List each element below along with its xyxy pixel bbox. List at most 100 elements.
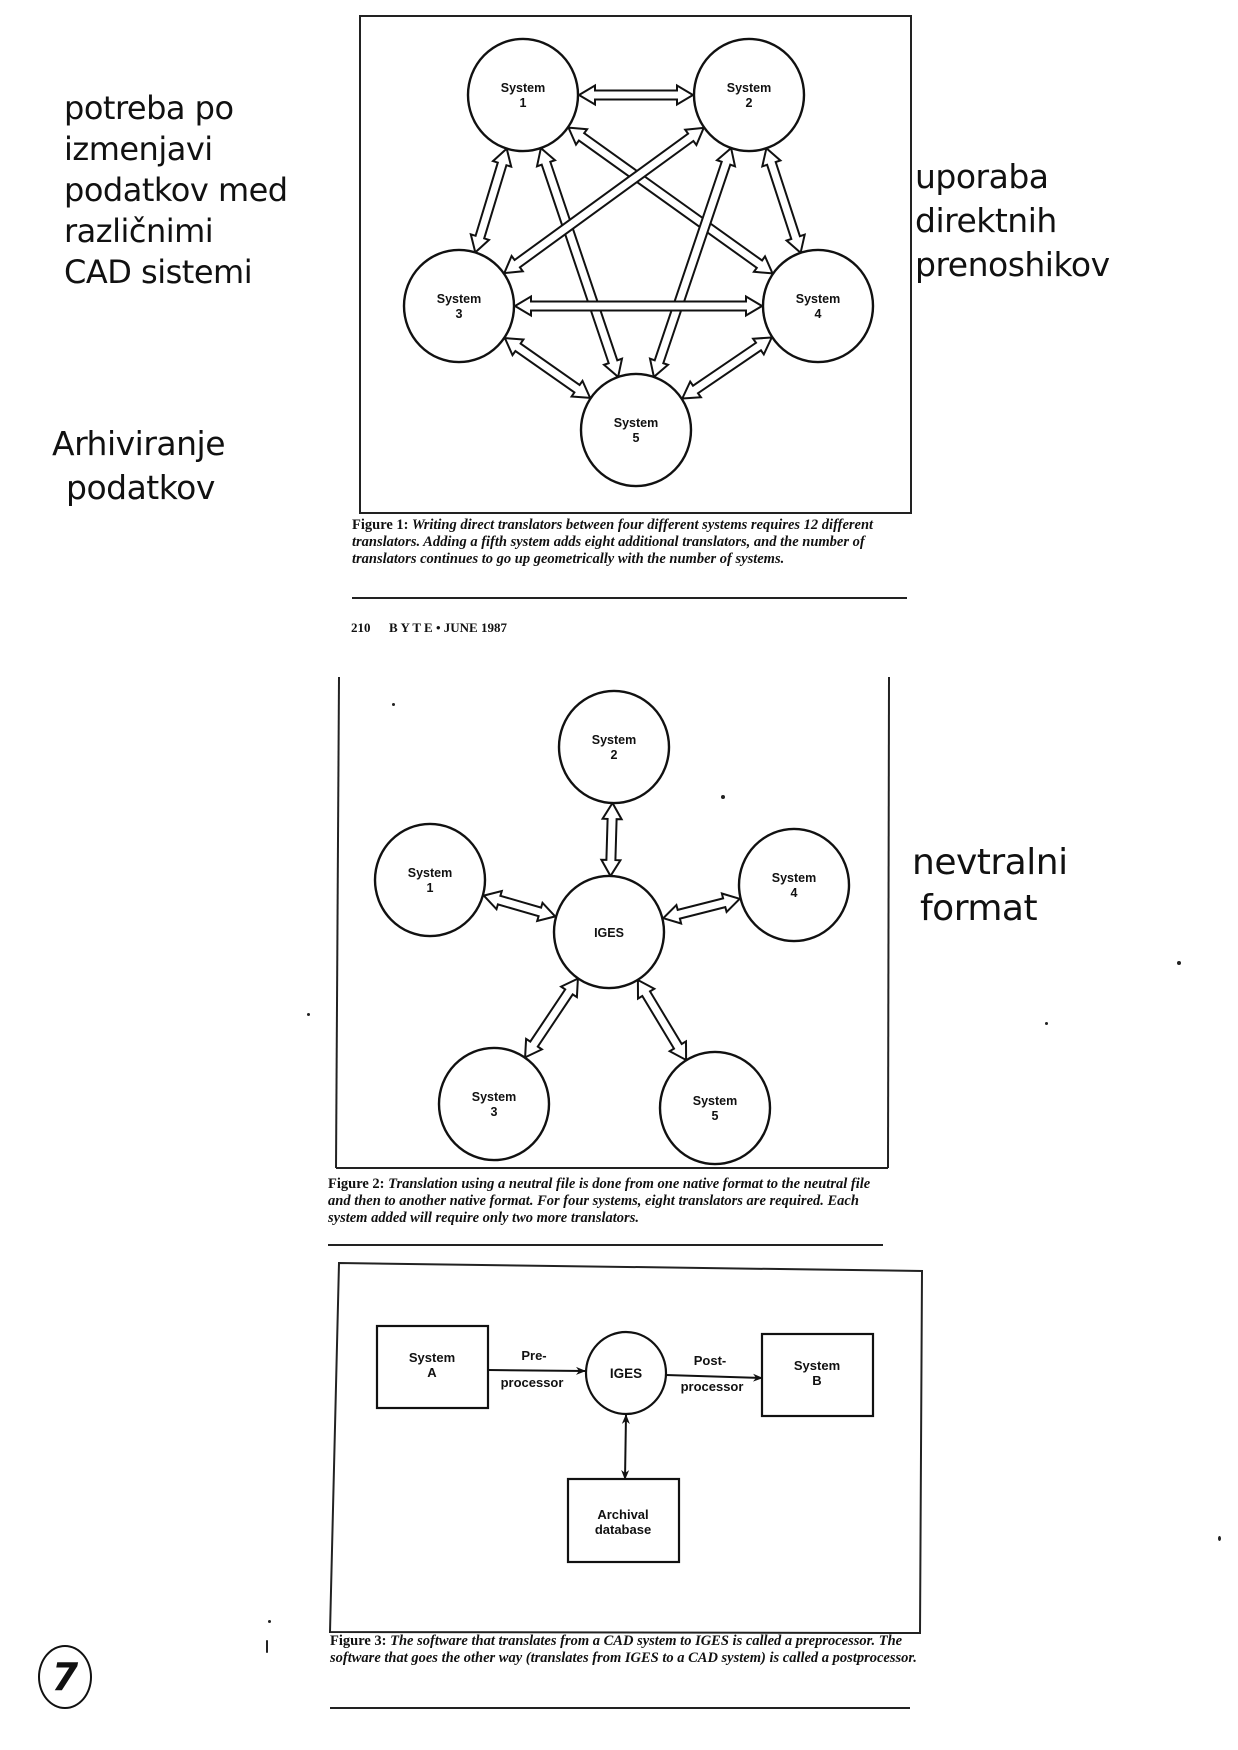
figure1-caption-label: Figure 1: — [352, 517, 409, 533]
figure3-caption-label: Figure 3: — [330, 1633, 387, 1649]
archival-database-label-line1: Archival — [597, 1507, 648, 1522]
note-data-exchange-need: potreba po izmenjavi podatkov med različ… — [64, 88, 288, 293]
translator-arrow-4-5 — [680, 336, 774, 400]
note-line: uporaba — [915, 157, 1049, 196]
postprocessor-label-line2: processor — [681, 1379, 744, 1394]
note-archiving: Arhiviranje podatkov — [52, 422, 226, 510]
note-line: CAD sistemi — [64, 253, 253, 291]
note-neutral-format: nevtralni format — [912, 840, 1068, 932]
figure2-iges-hub-label-line1: IGES — [594, 926, 624, 940]
folio-page: 210 — [351, 620, 371, 635]
figure1-system-2-label-line2: 2 — [746, 96, 753, 110]
note-line: različnimi — [64, 212, 214, 250]
postprocessor-label-line1: Post- — [694, 1353, 727, 1368]
figure1-system-2-circle — [692, 37, 806, 153]
figure2-system-4-label-line2: 4 — [791, 886, 798, 900]
system-b-label-line1: System — [794, 1358, 840, 1373]
note-line: format — [920, 888, 1038, 929]
system-a-box — [375, 1324, 490, 1410]
figure1-caption-text: Writing direct translators between four … — [352, 517, 874, 567]
note-line: prenoshikov — [915, 245, 1110, 284]
figure1-frame — [359, 15, 912, 514]
preprocessor-label-line1: Pre- — [521, 1348, 546, 1363]
note-line: direktnih — [915, 201, 1057, 240]
figure1-system-1-label-line1: System — [501, 81, 545, 95]
figure2-rule — [328, 1244, 883, 1246]
folio-separator: • — [435, 620, 441, 635]
translator-arrow-3-5 — [503, 336, 592, 400]
figure1-system-4-circle — [761, 248, 875, 364]
figure2-system-4-label-line1: System — [772, 871, 816, 885]
figure2-caption-label: Figure 2: — [328, 1176, 385, 1192]
note-line: podatkov med — [64, 171, 288, 209]
archival-database-box — [566, 1477, 681, 1564]
figure1-system-4-label-line2: 4 — [815, 307, 822, 321]
figure2-system-1-label-line2: 1 — [427, 881, 434, 895]
figure1-system-1-label-line2: 1 — [520, 96, 527, 110]
iges-node — [584, 1330, 668, 1416]
scan-speck — [1177, 961, 1181, 965]
scan-speck — [1218, 1536, 1221, 1541]
figure2-caption: Figure 2: Translation using a neutral fi… — [328, 1176, 888, 1227]
scan-speck — [268, 1620, 271, 1623]
figure2-system-5-label-line2: 5 — [712, 1109, 719, 1123]
neutral-translator-arrow-3 — [524, 976, 579, 1060]
folio-issue: JUNE 1987 — [443, 620, 507, 635]
figure3-caption: Figure 3: The software that translates f… — [330, 1633, 920, 1667]
archival-database-label-line2: database — [595, 1522, 651, 1537]
neutral-translator-arrow-4 — [661, 892, 742, 925]
iges-node-label: IGES — [610, 1366, 642, 1381]
note-line: Arhiviranje — [52, 424, 226, 463]
figure1-system-3-label-line2: 3 — [456, 307, 463, 321]
figure1-system-5-label-line1: System — [614, 416, 658, 430]
figure1-system-4-label-line1: System — [796, 292, 840, 306]
figure2-system-1-label-line1: System — [408, 866, 452, 880]
figure2-system-1-circle — [373, 822, 487, 938]
figure3-frame — [328, 1261, 924, 1635]
figure2-caption-text: Translation using a neutral file is done… — [328, 1176, 871, 1226]
figure2-system-5-label-line1: System — [693, 1094, 737, 1108]
figure1-system-3-circle — [402, 248, 516, 364]
figure3-caption-text: The software that translates from a CAD … — [330, 1633, 917, 1666]
system-a-label-line1: System — [409, 1350, 455, 1365]
note-line: podatkov — [66, 468, 215, 507]
figure2-frame-right — [887, 676, 890, 1169]
figure2-system-2-circle — [557, 689, 671, 805]
neutral-translator-arrow-5 — [636, 978, 688, 1062]
figure2-system-2-label-line2: 2 — [611, 748, 618, 762]
figure1-rule — [352, 597, 907, 599]
scan-speck — [307, 1013, 310, 1016]
figure1-system-5-circle — [579, 372, 693, 488]
figure1-caption: Figure 1: Writing direct translators bet… — [352, 517, 907, 568]
translator-arrow-1-2 — [577, 83, 695, 107]
note-direct-translators: uporaba direktnih prenoshikov — [915, 155, 1110, 287]
postprocessor-arrow — [665, 1373, 763, 1382]
figure2-system-3-label-line2: 3 — [491, 1105, 498, 1119]
translator-arrow-2-4 — [760, 146, 807, 255]
scan-speck — [1045, 1022, 1048, 1025]
scan-speck — [266, 1640, 268, 1653]
figure2-frame-left — [335, 676, 340, 1169]
note-line: izmenjavi — [64, 130, 213, 168]
system-a-label-line2: A — [427, 1365, 437, 1380]
system-b-label-line2: B — [812, 1373, 821, 1388]
translator-arrow-2-5 — [648, 146, 737, 379]
preprocessor-arrow — [487, 1366, 586, 1375]
note-line: potreba po — [64, 89, 234, 127]
figure2-iges-hub: IGES — [552, 874, 666, 990]
translator-arrow-3-4 — [513, 294, 764, 318]
folio-magazine: B Y T E — [389, 620, 433, 635]
folio: 210 B Y T E • JUNE 1987 — [351, 620, 507, 636]
figure2-system-4-circle — [737, 827, 851, 943]
figure2-system-5-circle — [658, 1050, 772, 1166]
